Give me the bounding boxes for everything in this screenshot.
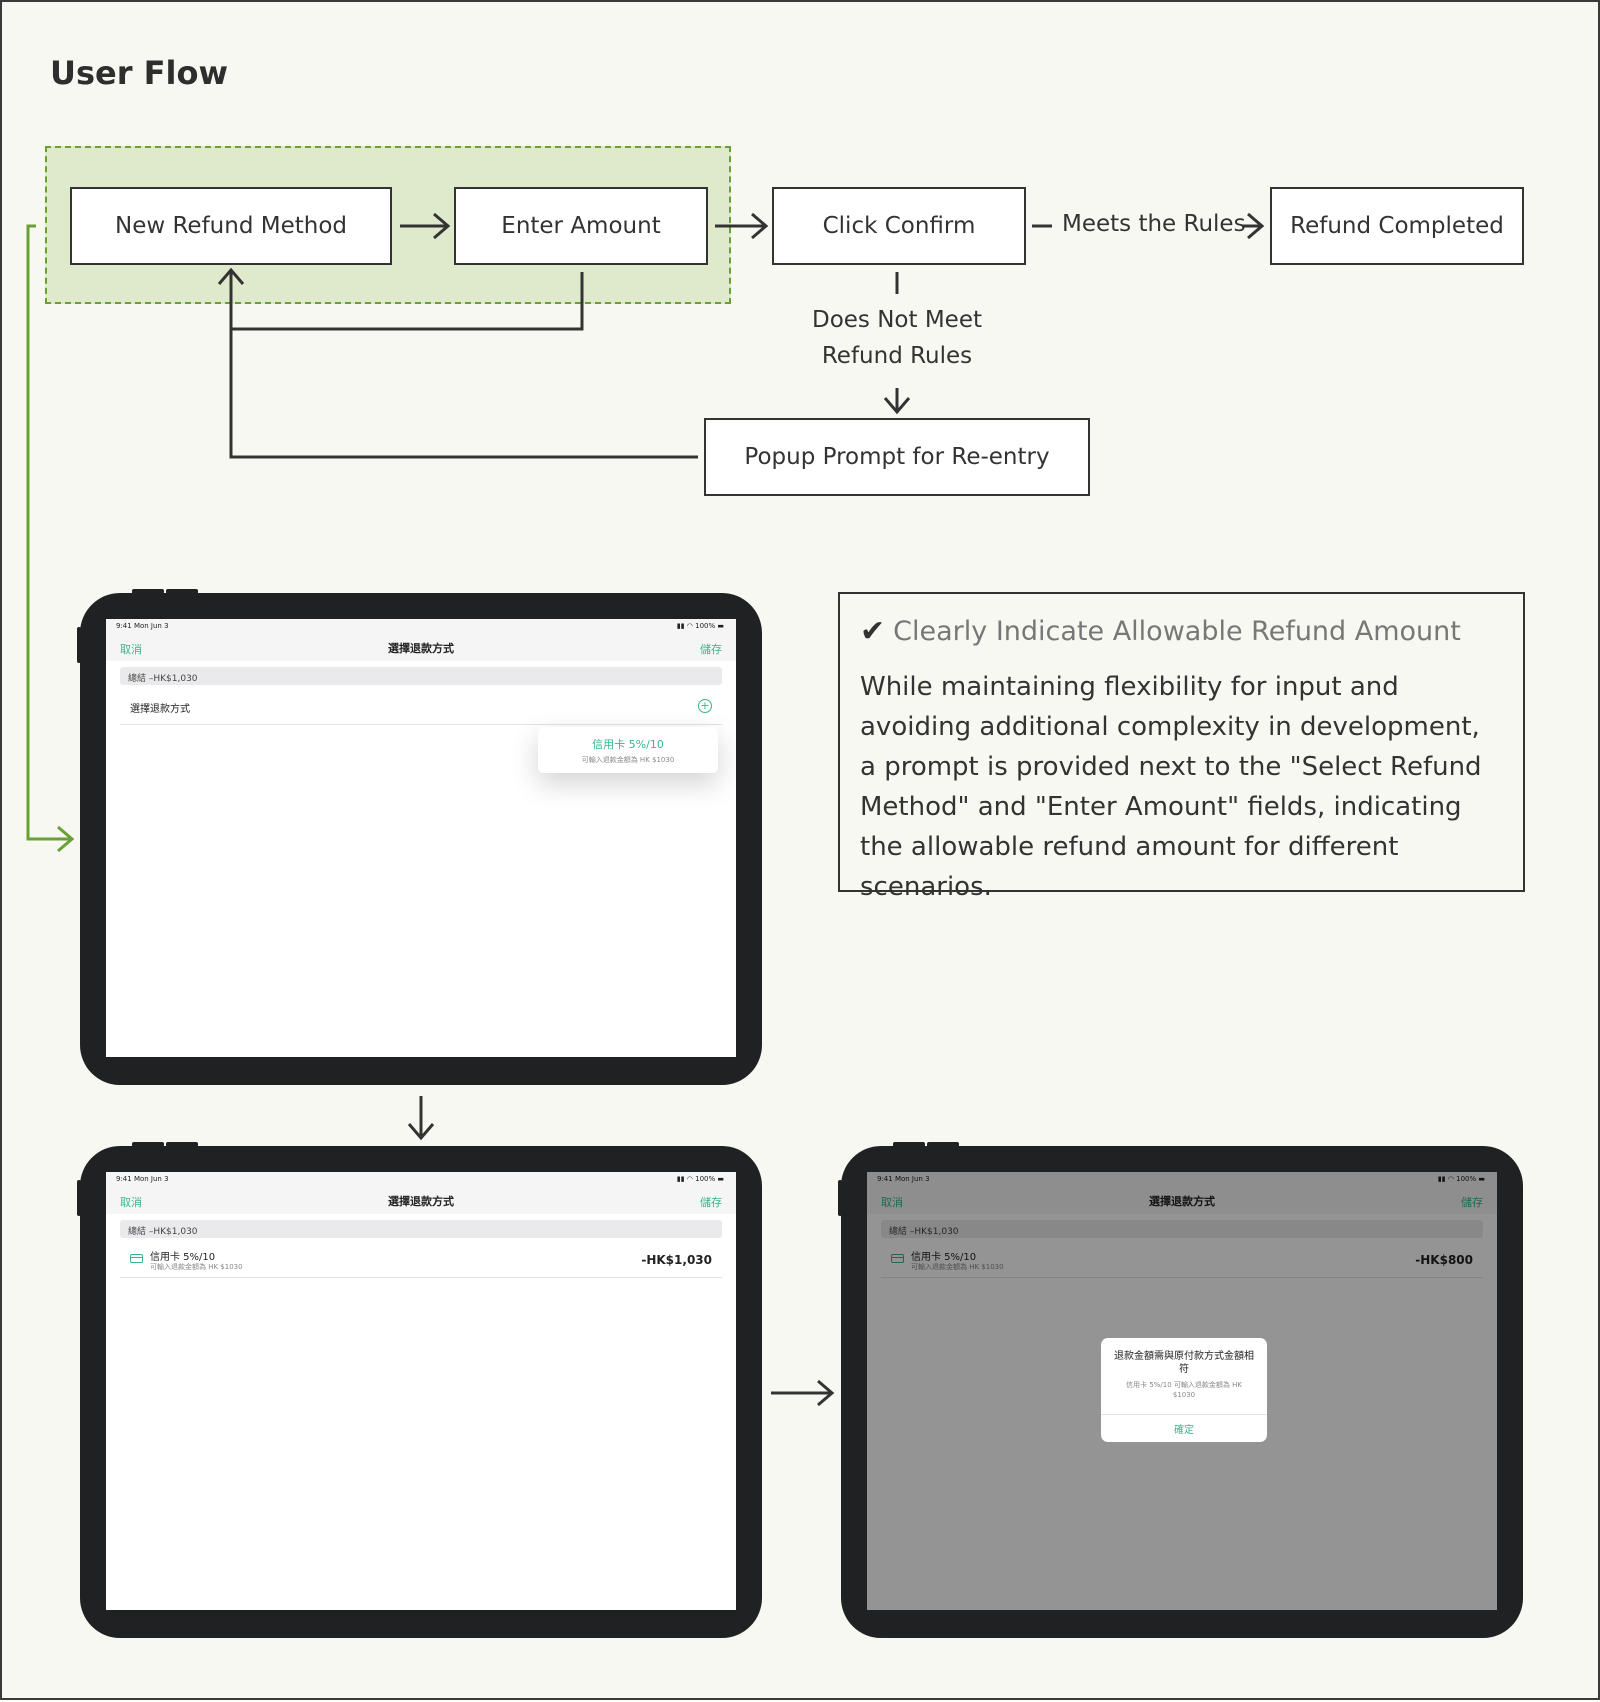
node-refund-completed: Refund Completed bbox=[1270, 187, 1524, 265]
alert-message: 信用卡 5%/10 可輸入退款金額為 HK $1030 bbox=[1126, 1381, 1242, 1399]
arrow-new-to-enter-head bbox=[433, 212, 451, 240]
summary-bar: 總結 –HK$1,030 bbox=[120, 667, 722, 685]
method-name: 信用卡 5%/10 bbox=[911, 1252, 977, 1263]
nav-title: 選擇退款方式 bbox=[388, 642, 454, 655]
note-body: While maintaining flexibility for input … bbox=[860, 672, 1482, 902]
note-heading-row: ✔ Clearly Indicate Allowable Refund Amou… bbox=[860, 614, 1503, 649]
method-sub: 可輸入退款金額為 HK $1030 bbox=[911, 1263, 1004, 1271]
status-indicators: ▮▮ ◠ 100% ▬ bbox=[1437, 1175, 1485, 1183]
save-button[interactable]: 儲存 bbox=[700, 643, 722, 656]
arrow-not-meet-down-head bbox=[883, 397, 911, 415]
hardware-button bbox=[893, 1142, 925, 1147]
hardware-side-button bbox=[838, 1180, 842, 1216]
arrow-loop-head bbox=[217, 267, 245, 285]
amount-field[interactable]: -HK$800 bbox=[1415, 1253, 1473, 1267]
status-bar: 9:41 Mon Jun 3 ▮▮ ◠ 100% ▬ bbox=[106, 1172, 736, 1186]
tablet-enter-amount: 9:41 Mon Jun 3 ▮▮ ◠ 100% ▬ 選擇退款方式 取消 儲存 … bbox=[77, 1142, 762, 1638]
node-label: Click Confirm bbox=[822, 213, 976, 239]
cancel-button[interactable]: 取消 bbox=[120, 643, 142, 656]
method-name: 信用卡 5%/10 bbox=[150, 1252, 216, 1263]
status-time: 9:41 Mon Jun 3 bbox=[116, 622, 169, 630]
add-circle-icon[interactable]: + bbox=[698, 699, 712, 713]
cancel-button[interactable]: 取消 bbox=[120, 1196, 142, 1209]
tablet-error-popup: 9:41 Mon Jun 3 ▮▮ ◠ 100% ▬ 選擇退款方式 取消 儲存 … bbox=[838, 1142, 1523, 1638]
status-time: 9:41 Mon Jun 3 bbox=[116, 1175, 169, 1183]
node-label: Enter Amount bbox=[501, 213, 661, 239]
edge-label-meets-rules: Meets the Rules bbox=[1062, 211, 1246, 237]
method-sub: 可輸入退款金額為 HK $1030 bbox=[150, 1263, 243, 1271]
hardware-button bbox=[927, 1142, 959, 1147]
arrow-tablet1-to-tablet2-head bbox=[407, 1123, 435, 1141]
alert-divider bbox=[1101, 1414, 1267, 1415]
edge-label-not-meet-line1: Does Not Meet bbox=[812, 307, 982, 333]
page-title: User Flow bbox=[50, 54, 229, 92]
node-new-refund-method: New Refund Method bbox=[70, 187, 392, 265]
summary-bar: 總結 –HK$1,030 bbox=[881, 1220, 1483, 1238]
arrow-enter-to-confirm-head bbox=[751, 212, 769, 240]
alert-title: 退款金額需與原付款方式金額相符 bbox=[1114, 1351, 1254, 1375]
summary-bar: 總結 –HK$1,030 bbox=[120, 1220, 722, 1238]
edge-label-not-meet-line2: Refund Rules bbox=[821, 343, 973, 369]
status-indicators: ▮▮ ◠ 100% ▬ bbox=[676, 1175, 724, 1183]
node-popup-prompt: Popup Prompt for Re-entry bbox=[704, 418, 1090, 496]
refund-method-row[interactable]: 信用卡 5%/10 可輸入退款金額為 HK $1030 -HK$1,030 bbox=[120, 1242, 722, 1278]
arrow-meets-to-completed-head bbox=[1247, 212, 1265, 240]
nav-title: 選擇退款方式 bbox=[388, 1195, 454, 1208]
select-method-label: 選擇退款方式 bbox=[130, 704, 190, 715]
nav-title: 選擇退款方式 bbox=[1149, 1195, 1215, 1208]
method-tooltip[interactable]: 信用卡 5%/10 可輸入退款金額為 HK $1030 bbox=[538, 727, 718, 773]
status-time: 9:41 Mon Jun 3 bbox=[877, 1175, 930, 1183]
green-connector-head bbox=[57, 825, 75, 853]
alert-dialog: 退款金額需與原付款方式金額相符 信用卡 5%/10 可輸入退款金額為 HK $1… bbox=[1101, 1338, 1267, 1442]
cancel-button[interactable]: 取消 bbox=[881, 1196, 903, 1209]
tablet-screen: 9:41 Mon Jun 3 ▮▮ ◠ 100% ▬ 選擇退款方式 取消 儲存 … bbox=[106, 619, 736, 1057]
hardware-button bbox=[166, 1142, 198, 1147]
nav-bar: 選擇退款方式 取消 儲存 bbox=[106, 633, 736, 661]
tablet-select-method: 9:41 Mon Jun 3 ▮▮ ◠ 100% ▬ 選擇退款方式 取消 儲存 … bbox=[77, 589, 762, 1085]
status-bar: 9:41 Mon Jun 3 ▮▮ ◠ 100% ▬ bbox=[106, 619, 736, 633]
select-method-row[interactable]: 選擇退款方式 + bbox=[120, 689, 722, 725]
nav-bar: 選擇退款方式 取消 儲存 bbox=[106, 1186, 736, 1214]
refund-method-row[interactable]: 信用卡 5%/10 可輸入退款金額為 HK $1030 -HK$800 bbox=[881, 1242, 1483, 1278]
hardware-button bbox=[132, 589, 164, 594]
node-click-confirm: Click Confirm bbox=[772, 187, 1026, 265]
node-label: Refund Completed bbox=[1290, 213, 1504, 239]
alert-confirm-button[interactable]: 確定 bbox=[1174, 1425, 1194, 1436]
status-bar: 9:41 Mon Jun 3 ▮▮ ◠ 100% ▬ bbox=[867, 1172, 1497, 1186]
hardware-side-button bbox=[77, 627, 81, 663]
tooltip-sub: 可輸入退款金額為 HK $1030 bbox=[581, 756, 675, 764]
credit-card-icon bbox=[891, 1254, 904, 1263]
save-button[interactable]: 儲存 bbox=[1461, 1196, 1483, 1209]
design-note: ✔ Clearly Indicate Allowable Refund Amou… bbox=[838, 592, 1525, 902]
note-heading: Clearly Indicate Allowable Refund Amount bbox=[893, 616, 1461, 647]
loop-popup-to-new bbox=[229, 272, 698, 459]
nav-bar: 選擇退款方式 取消 儲存 bbox=[867, 1186, 1497, 1214]
node-label: Popup Prompt for Re-entry bbox=[744, 444, 1050, 470]
credit-card-icon bbox=[130, 1254, 143, 1263]
arrow-tablet2-to-tablet3-head bbox=[817, 1379, 835, 1407]
save-button[interactable]: 儲存 bbox=[700, 1196, 722, 1209]
tablet-screen: 9:41 Mon Jun 3 ▮▮ ◠ 100% ▬ 選擇退款方式 取消 儲存 … bbox=[106, 1172, 736, 1610]
green-connector bbox=[26, 224, 70, 841]
status-indicators: ▮▮ ◠ 100% ▬ bbox=[676, 622, 724, 630]
loop-enter-to-new bbox=[231, 272, 584, 331]
hardware-side-button bbox=[77, 1180, 81, 1216]
node-label: New Refund Method bbox=[115, 213, 347, 239]
amount-field[interactable]: -HK$1,030 bbox=[641, 1253, 712, 1267]
tablet-screen: 9:41 Mon Jun 3 ▮▮ ◠ 100% ▬ 選擇退款方式 取消 儲存 … bbox=[867, 1172, 1497, 1610]
hardware-button bbox=[132, 1142, 164, 1147]
tooltip-title: 信用卡 5%/10 bbox=[592, 738, 664, 751]
checkmark-icon: ✔ bbox=[860, 614, 886, 649]
node-enter-amount: Enter Amount bbox=[454, 187, 708, 265]
hardware-button bbox=[166, 589, 198, 594]
